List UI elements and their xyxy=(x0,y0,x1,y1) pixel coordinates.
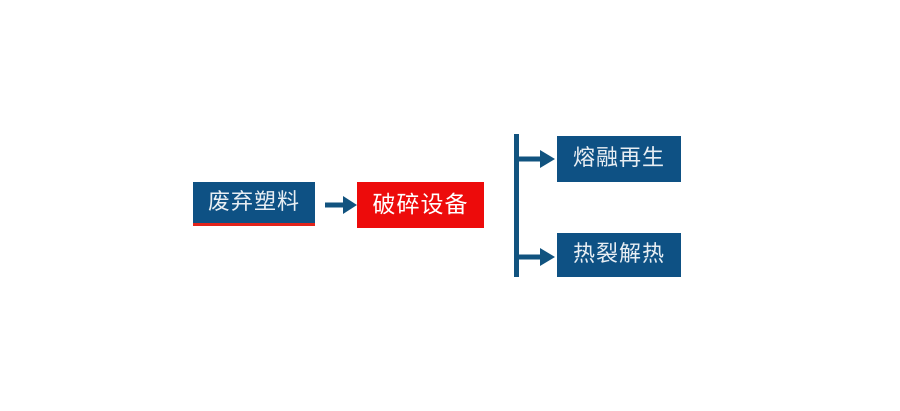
arrow-source-to-process xyxy=(325,196,357,214)
node-output-1-label: 熔融再生 xyxy=(572,146,665,171)
node-source-label: 废弃塑料 xyxy=(207,189,300,215)
node-process[interactable]: 破碎设备 xyxy=(357,182,484,228)
node-output-melt-recycling[interactable]: 熔融再生 xyxy=(557,136,681,182)
arrow-head-branch-2 xyxy=(540,248,555,266)
node-process-label: 破碎设备 xyxy=(372,191,469,218)
arrow-head-branch-1 xyxy=(540,150,555,168)
node-output-2-label: 热裂解热 xyxy=(572,242,665,267)
node-source[interactable]: 废弃塑料 xyxy=(193,182,315,226)
arrow-head-source-to-process xyxy=(343,196,357,214)
node-output-pyrolysis[interactable]: 热裂解热 xyxy=(557,233,681,277)
arrow-branch-to-output-2 xyxy=(516,248,555,266)
arrow-branch-to-output-1 xyxy=(516,150,555,168)
